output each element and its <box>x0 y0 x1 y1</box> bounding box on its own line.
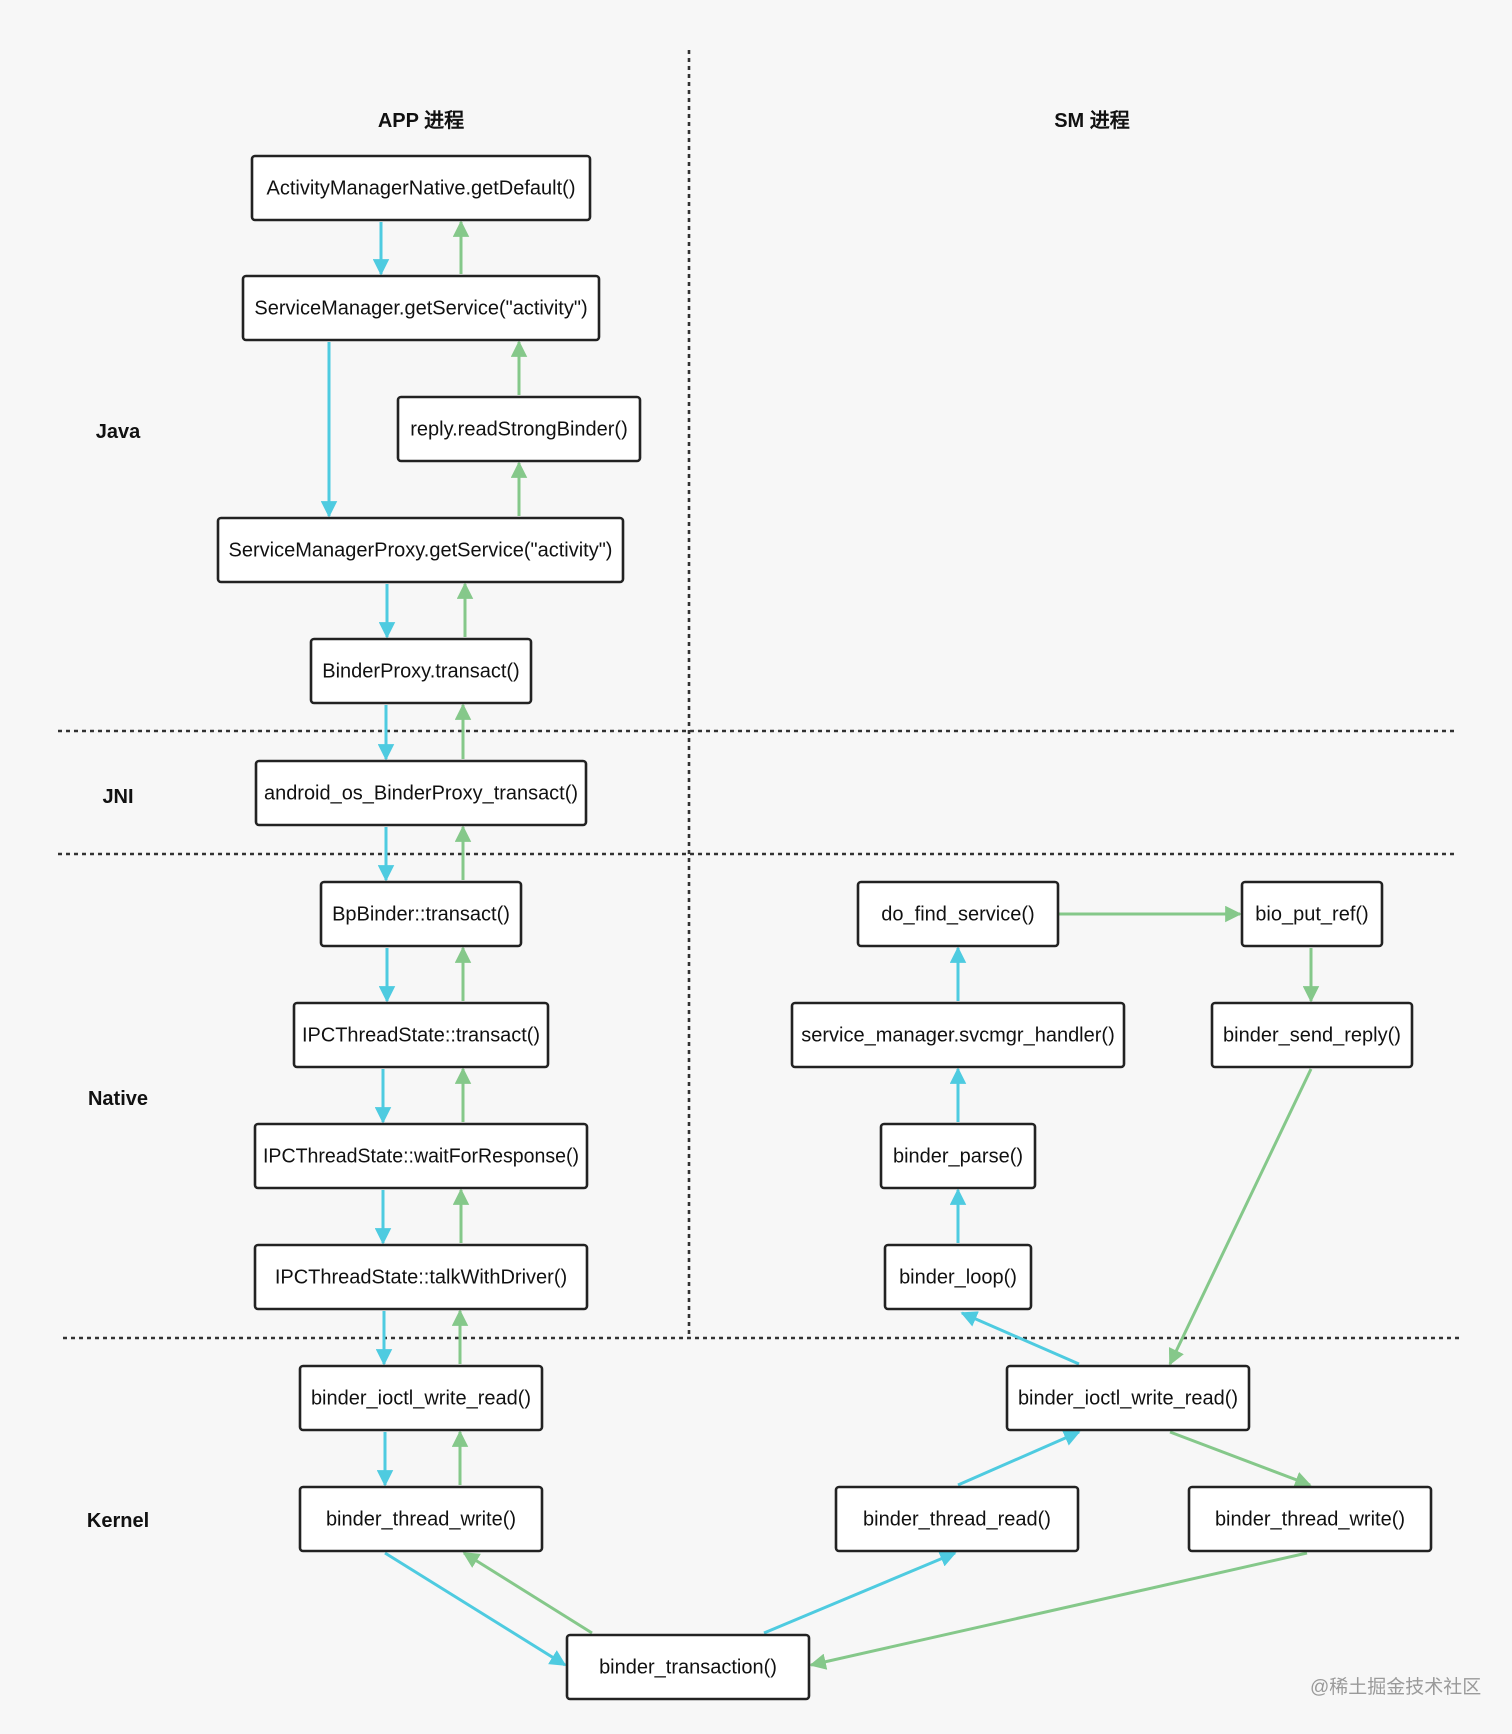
node-amn-get-default-box <box>250 154 592 222</box>
node-binder-loop: binder_loop() <box>883 1243 1033 1311</box>
node-ipc-wait-for-response-box <box>253 1122 589 1190</box>
node-ipc-wait-for-response: IPCThreadState::waitForResponse() <box>253 1122 589 1190</box>
node-sm-binder-ioctl-write-read: binder_ioctl_write_read() <box>1005 1364 1251 1432</box>
node-app-binder-thread-write-label: binder_thread_write() <box>326 1508 516 1530</box>
node-bio-put-ref: bio_put_ref() <box>1240 880 1384 948</box>
arrow-sm-binder-ioctl-write-read-to-binder-loop <box>960 1311 1080 1366</box>
arrow-binder-send-reply-to-sm-binder-ioctl-write-read <box>1168 1068 1313 1366</box>
node-binder-transaction-box <box>565 1633 811 1701</box>
node-smp-get-service: ServiceManagerProxy.getService("activity… <box>216 516 625 584</box>
arrow-binder-transaction-to-sm-binder-thread-read <box>763 1551 957 1635</box>
node-reply-read-strong-binder: reply.readStrongBinder() <box>396 395 642 463</box>
node-sm-binder-ioctl-write-read-box <box>1005 1364 1251 1432</box>
watermark: @稀土掘金技术社区 <box>1310 1677 1482 1698</box>
node-binder-send-reply: binder_send_reply() <box>1210 1001 1414 1069</box>
node-binder-parse-box <box>879 1122 1037 1190</box>
node-ipc-transact-label: IPCThreadState::transact() <box>302 1024 540 1046</box>
node-smp-get-service-label: ServiceManagerProxy.getService("activity… <box>229 539 613 561</box>
node-sm-binder-thread-read-box <box>834 1485 1080 1553</box>
layer-label-native: Native <box>87 1088 149 1110</box>
arrow-binder-transaction-to-app-binder-thread-write <box>462 1551 593 1635</box>
node-sm-get-service-box <box>241 274 601 342</box>
node-binder-loop-box <box>883 1243 1033 1311</box>
node-binder-transaction: binder_transaction() <box>565 1633 811 1701</box>
node-app-binder-ioctl-write-read: binder_ioctl_write_read() <box>298 1364 544 1432</box>
node-svcmgr-handler: service_manager.svcmgr_handler() <box>790 1001 1126 1069</box>
node-sm-binder-thread-write-label: binder_thread_write() <box>1215 1508 1405 1530</box>
node-binder-parse-label: binder_parse() <box>893 1145 1023 1167</box>
node-binder-send-reply-box <box>1210 1001 1414 1069</box>
node-ipc-talk-with-driver: IPCThreadState::talkWithDriver() <box>253 1243 589 1311</box>
node-android-os-binderproxy-transact-box <box>254 759 588 827</box>
arrow-sm-binder-thread-read-to-sm-binder-ioctl-write-read <box>957 1430 1081 1487</box>
node-sm-binder-thread-read-label: binder_thread_read() <box>863 1508 1051 1530</box>
node-android-os-binderproxy-transact: android_os_BinderProxy_transact() <box>254 759 588 827</box>
layer-label-kernel: Kernel <box>86 1510 150 1532</box>
node-binder-parse: binder_parse() <box>879 1122 1037 1190</box>
layer-label-java: Java <box>95 421 141 443</box>
node-smp-get-service-box <box>216 516 625 584</box>
node-do-find-service-label: do_find_service() <box>881 903 1034 925</box>
node-binder-proxy-transact-label: BinderProxy.transact() <box>322 660 519 682</box>
node-ipc-talk-with-driver-label: IPCThreadState::talkWithDriver() <box>275 1266 567 1288</box>
layer-label-jni: JNI <box>102 786 134 808</box>
arrow-sm-binder-ioctl-write-read-to-sm-binder-thread-write <box>1169 1430 1312 1488</box>
edges <box>320 220 1320 1670</box>
node-binder-send-reply-label: binder_send_reply() <box>1223 1024 1401 1046</box>
node-binder-proxy-transact: BinderProxy.transact() <box>309 637 533 705</box>
node-amn-get-default-label: ActivityManagerNative.getDefault() <box>266 177 575 199</box>
arrow-app-binder-thread-write-to-binder-transaction <box>384 1551 567 1667</box>
node-binder-proxy-transact-box <box>309 637 533 705</box>
node-app-binder-ioctl-write-read-box <box>298 1364 544 1432</box>
node-bio-put-ref-label: bio_put_ref() <box>1255 903 1368 925</box>
node-sm-binder-thread-write: binder_thread_write() <box>1187 1485 1433 1553</box>
column-title-app: APP 进程 <box>377 110 465 132</box>
node-ipc-transact-box <box>292 1001 550 1069</box>
node-sm-binder-ioctl-write-read-label: binder_ioctl_write_read() <box>1018 1387 1238 1409</box>
node-amn-get-default: ActivityManagerNative.getDefault() <box>250 154 592 222</box>
arrow-sm-binder-thread-write-to-binder-transaction <box>809 1551 1308 1670</box>
nodes: ActivityManagerNative.getDefault() Servic… <box>216 154 1433 1701</box>
dividers <box>58 50 1460 1340</box>
node-bpbinder-transact: BpBinder::transact() <box>319 880 523 948</box>
node-bpbinder-transact-box <box>319 880 523 948</box>
node-app-binder-thread-write: binder_thread_write() <box>298 1485 544 1553</box>
node-svcmgr-handler-label: service_manager.svcmgr_handler() <box>801 1024 1114 1046</box>
column-title-sm: SM 进程 <box>1054 110 1130 132</box>
node-binder-transaction-label: binder_transaction() <box>599 1656 777 1678</box>
node-sm-binder-thread-write-box <box>1187 1485 1433 1553</box>
node-bpbinder-transact-label: BpBinder::transact() <box>332 903 510 925</box>
node-do-find-service: do_find_service() <box>856 880 1060 948</box>
node-app-binder-thread-write-box <box>298 1485 544 1553</box>
node-do-find-service-box <box>856 880 1060 948</box>
node-bio-put-ref-box <box>1240 880 1384 948</box>
node-android-os-binderproxy-transact-label: android_os_BinderProxy_transact() <box>264 782 578 804</box>
node-sm-binder-thread-read: binder_thread_read() <box>834 1485 1080 1553</box>
node-sm-get-service: ServiceManager.getService("activity") <box>241 274 601 342</box>
node-svcmgr-handler-box <box>790 1001 1126 1069</box>
node-ipc-wait-for-response-label: IPCThreadState::waitForResponse() <box>263 1145 579 1167</box>
node-sm-get-service-label: ServiceManager.getService("activity") <box>254 297 587 319</box>
node-ipc-transact: IPCThreadState::transact() <box>292 1001 550 1069</box>
node-reply-read-strong-binder-label: reply.readStrongBinder() <box>410 418 628 440</box>
node-reply-read-strong-binder-box <box>396 395 642 463</box>
node-ipc-talk-with-driver-box <box>253 1243 589 1311</box>
node-binder-loop-label: binder_loop() <box>899 1266 1017 1288</box>
node-app-binder-ioctl-write-read-label: binder_ioctl_write_read() <box>311 1387 531 1409</box>
